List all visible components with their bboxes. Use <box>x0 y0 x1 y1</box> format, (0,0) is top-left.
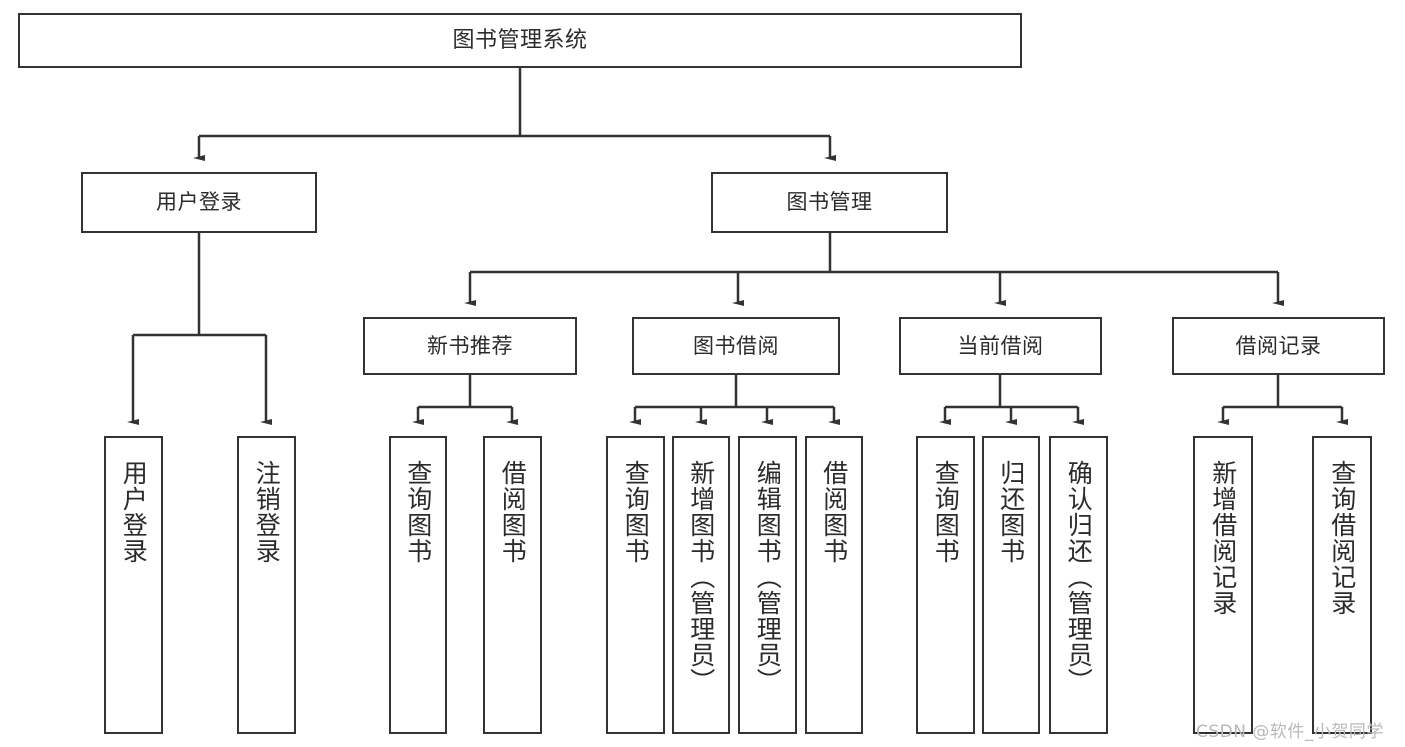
node-leaf-borrow-book-1[interactable]: 借阅图书 <box>483 436 542 734</box>
node-new-book-recommend[interactable]: 新书推荐 <box>363 317 577 375</box>
node-leaf-logout-login[interactable]: 注销登录 <box>237 436 296 734</box>
node-label: 新增图书（管理员） <box>686 460 716 694</box>
node-label: 借阅图书 <box>498 460 528 564</box>
node-user-login[interactable]: 用户登录 <box>81 172 317 233</box>
node-label: 查询图书 <box>403 460 433 564</box>
node-label: 编辑图书（管理员） <box>753 460 783 694</box>
node-book-borrow[interactable]: 图书借阅 <box>632 317 840 375</box>
node-leaf-query-book-2[interactable]: 查询图书 <box>606 436 665 734</box>
node-label: 查询图书 <box>931 460 961 564</box>
node-label: 图书管理系统 <box>452 27 588 53</box>
node-label: 确认归还（管理员） <box>1064 460 1094 694</box>
node-leaf-query-book-1[interactable]: 查询图书 <box>389 436 447 734</box>
node-root-book-management-system[interactable]: 图书管理系统 <box>18 13 1022 68</box>
node-label: 图书管理 <box>786 190 873 215</box>
node-label: 图书借阅 <box>693 333 779 358</box>
node-leaf-confirm-return-admin[interactable]: 确认归还（管理员） <box>1049 436 1108 734</box>
node-borrow-record[interactable]: 借阅记录 <box>1172 317 1385 375</box>
node-label: 归还图书 <box>996 460 1026 564</box>
node-leaf-edit-book-admin[interactable]: 编辑图书（管理员） <box>738 436 797 734</box>
node-label: 用户登录 <box>156 190 242 215</box>
node-current-borrow[interactable]: 当前借阅 <box>899 317 1102 375</box>
node-leaf-add-borrow-record[interactable]: 新增借阅记录 <box>1193 436 1253 734</box>
node-leaf-borrow-book-2[interactable]: 借阅图书 <box>805 436 863 734</box>
node-label: 查询图书 <box>621 460 651 564</box>
node-book-management[interactable]: 图书管理 <box>711 172 948 233</box>
node-leaf-add-book-admin[interactable]: 新增图书（管理员） <box>672 436 730 734</box>
node-label: 借阅记录 <box>1235 333 1322 358</box>
node-leaf-user-login[interactable]: 用户登录 <box>104 436 163 734</box>
node-label: 借阅图书 <box>819 460 849 564</box>
node-label: 新书推荐 <box>427 333 513 358</box>
node-leaf-return-book[interactable]: 归还图书 <box>982 436 1040 734</box>
node-label: 注销登录 <box>252 460 282 564</box>
node-label: 当前借阅 <box>957 333 1044 358</box>
csdn-watermark: CSDN @软件_小贺同学 <box>1196 722 1384 742</box>
node-leaf-query-book-3[interactable]: 查询图书 <box>916 436 975 734</box>
node-label: 新增借阅记录 <box>1208 460 1238 616</box>
node-leaf-query-borrow-record[interactable]: 查询借阅记录 <box>1312 436 1372 734</box>
node-label: 查询借阅记录 <box>1327 460 1357 616</box>
node-label: 用户登录 <box>119 460 149 564</box>
